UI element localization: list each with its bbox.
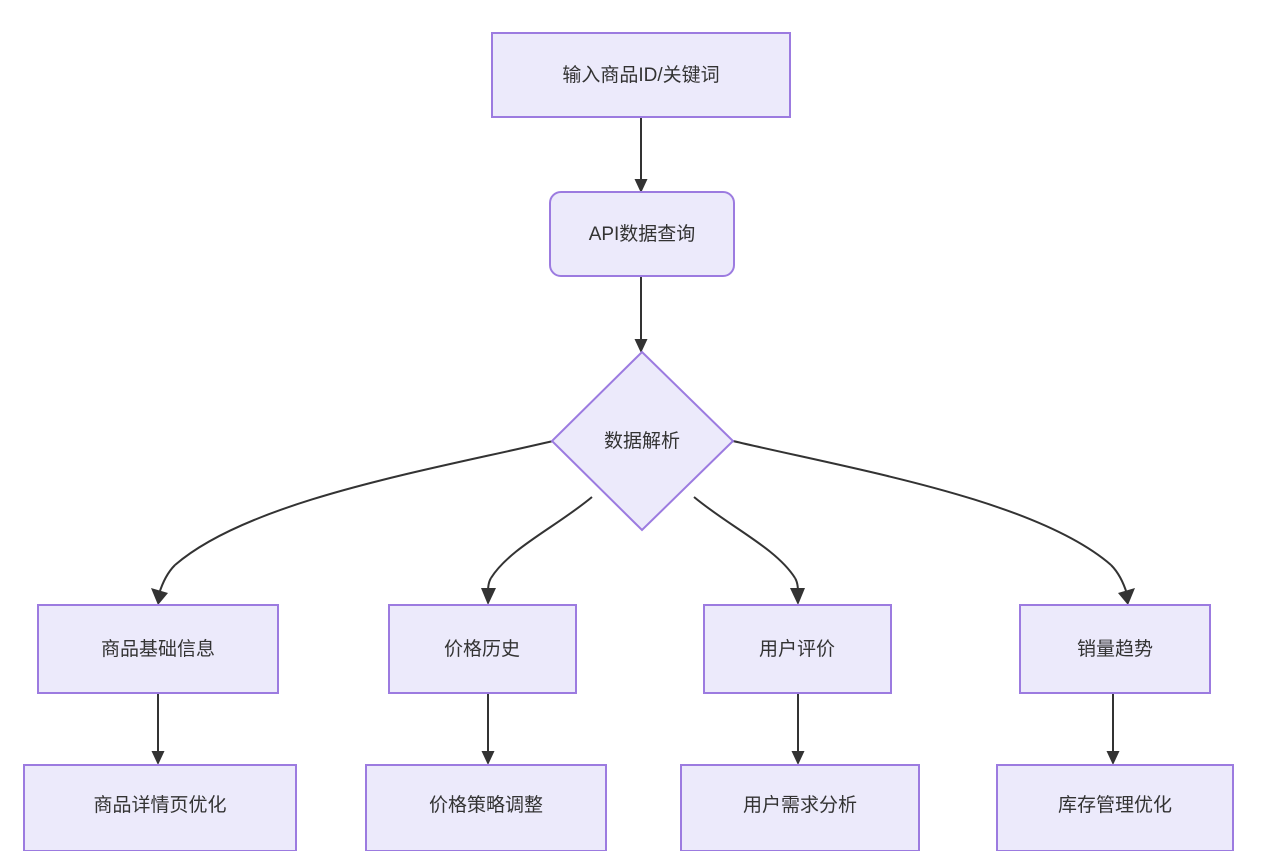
edge-api-to-parse — [634, 276, 648, 353]
node-input-label: 输入商品ID/关键词 — [562, 64, 719, 86]
node-base-info-shape[interactable] — [37, 604, 279, 694]
node-parse[interactable]: 数据解析 — [550, 350, 735, 532]
edge-parse-to-base-info — [151, 440, 554, 605]
edge-line — [158, 564, 176, 595]
edge-input-to-api — [634, 117, 648, 193]
node-price-adj-shape[interactable] — [365, 764, 607, 851]
node-price-hist[interactable]: 价格历史 — [388, 604, 577, 694]
edge-sales-trend-to-stock-opt — [1106, 693, 1120, 765]
arrowhead-icon — [1106, 751, 1120, 765]
edge-line — [693, 496, 796, 579]
node-layer: 输入商品ID/关键词 API数据查询 数据解析 商品基础信息 价格历史 用户评价 — [23, 32, 1234, 851]
node-sales-trend-label: 销量趋势 — [1077, 638, 1153, 660]
node-parse-label: 数据解析 — [604, 430, 680, 452]
node-sales-trend[interactable]: 销量趋势 — [1019, 604, 1211, 694]
node-parse-shape[interactable] — [550, 350, 735, 532]
node-user-review-shape[interactable] — [703, 604, 892, 694]
node-stock-opt[interactable]: 库存管理优化 — [996, 764, 1234, 851]
edge-layer — [151, 117, 1135, 765]
node-stock-opt-shape[interactable] — [996, 764, 1234, 851]
edge-line — [1110, 564, 1128, 595]
edge-line — [732, 440, 1112, 566]
node-demand-analy-shape[interactable] — [680, 764, 920, 851]
node-input-shape[interactable] — [491, 32, 791, 118]
node-price-adj-label: 价格策略调整 — [429, 794, 543, 816]
node-detail-opt-label: 商品详情页优化 — [93, 794, 226, 816]
edge-user-review-to-demand-analy — [791, 693, 805, 765]
arrowhead-icon — [481, 588, 496, 605]
node-api-label: API数据查询 — [589, 223, 696, 245]
edge-price-hist-to-price-adj — [481, 693, 495, 765]
node-sales-trend-shape[interactable] — [1019, 604, 1211, 694]
edge-line — [487, 577, 492, 595]
node-detail-opt-shape[interactable] — [23, 764, 297, 851]
node-price-adj[interactable]: 价格策略调整 — [365, 764, 607, 851]
node-detail-opt[interactable]: 商品详情页优化 — [23, 764, 297, 851]
node-base-info-label: 商品基础信息 — [101, 638, 215, 660]
edge-parse-to-user-review — [693, 496, 805, 605]
edge-line — [174, 440, 554, 566]
arrowhead-icon — [481, 751, 495, 765]
node-demand-analy[interactable]: 用户需求分析 — [680, 764, 920, 851]
edge-parse-to-sales-trend — [732, 440, 1135, 605]
node-demand-analy-label: 用户需求分析 — [743, 794, 857, 816]
arrowhead-icon — [1118, 588, 1135, 605]
arrowhead-icon — [634, 339, 648, 353]
node-user-review[interactable]: 用户评价 — [703, 604, 892, 694]
node-api-shape[interactable] — [549, 191, 735, 277]
edge-line — [794, 577, 799, 595]
arrowhead-icon — [791, 751, 805, 765]
node-input[interactable]: 输入商品ID/关键词 — [491, 32, 791, 118]
node-stock-opt-label: 库存管理优化 — [1058, 794, 1172, 816]
arrowhead-icon — [151, 751, 165, 765]
node-api[interactable]: API数据查询 — [549, 191, 735, 277]
arrowhead-icon — [790, 588, 805, 605]
node-base-info[interactable]: 商品基础信息 — [37, 604, 279, 694]
node-user-review-label: 用户评价 — [759, 638, 835, 660]
edge-base-info-to-detail-opt — [151, 693, 165, 765]
node-price-hist-label: 价格历史 — [444, 638, 520, 660]
node-price-hist-shape[interactable] — [388, 604, 577, 694]
edge-parse-to-price-hist — [481, 496, 593, 605]
edge-line — [490, 496, 593, 579]
arrowhead-icon — [634, 179, 648, 193]
arrowhead-icon — [151, 588, 168, 605]
